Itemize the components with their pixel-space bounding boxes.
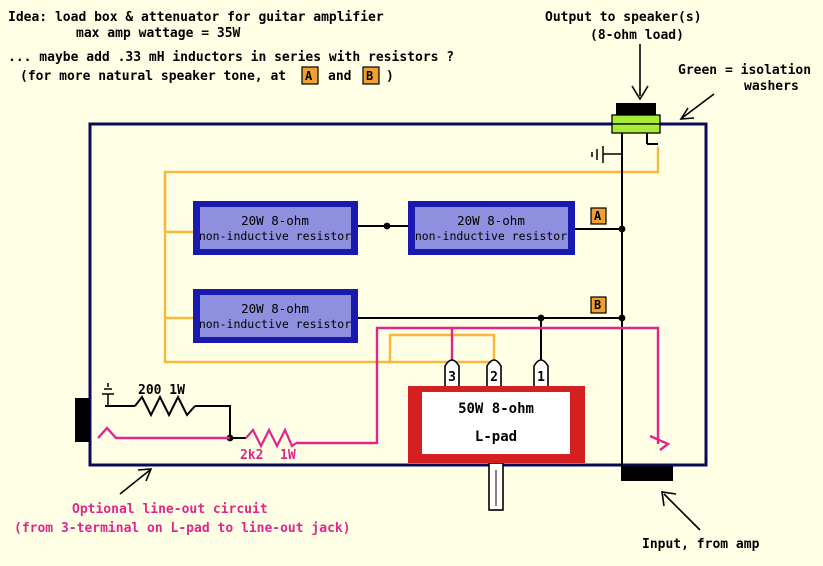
svg-text:2: 2 [490, 370, 498, 385]
svg-text:3: 3 [448, 370, 456, 385]
lpad: 50W 8-ohm L-pad [408, 386, 585, 463]
lineout-ground [102, 383, 114, 406]
lpad-rating: 50W 8-ohm [458, 401, 534, 417]
green-note: Green = isolation [678, 63, 811, 78]
output-arrow [631, 44, 649, 101]
resistor-3-type: non-inductive resistor [199, 317, 351, 331]
idea-text: Idea: load box & attenuator for guitar a… [8, 10, 384, 25]
input-arrow [661, 491, 701, 531]
enclosure-box [88, 122, 708, 467]
marker-b: B [590, 296, 607, 314]
lpad-shaft [488, 462, 504, 511]
max-wattage-text: max amp wattage = 35W [76, 26, 241, 41]
junction-dots [226, 222, 626, 442]
svg-text:A: A [594, 209, 602, 223]
lineout-arrow [119, 468, 153, 495]
black-wire [105, 133, 658, 466]
resistor-2k2 [245, 427, 297, 449]
resistor-2-rating: 20W 8-ohm [457, 213, 525, 228]
inductor-note-2: (for more natural speaker tone, at [20, 69, 286, 84]
lpad-terminal-1: 1 [533, 359, 549, 386]
lineout-caption-2: (from 3-terminal on L-pad to line-out ja… [14, 521, 351, 536]
svg-text:1: 1 [537, 370, 545, 385]
resistor-200-ohm [134, 394, 196, 418]
resistor-3-rating: 20W 8-ohm [241, 301, 309, 316]
paren-close: ) [386, 69, 394, 84]
marker-a-note: A [301, 66, 319, 85]
green-note-2: washers [744, 79, 799, 94]
resistor-1: 20W 8-ohm non-inductive resistor [193, 201, 358, 255]
lpad-terminal-3: 3 [444, 359, 460, 386]
orange-wire [163, 147, 660, 368]
resistor-2: 20W 8-ohm non-inductive resistor [408, 201, 575, 255]
lineout-jack [75, 398, 90, 442]
marker-b-note: B [362, 66, 380, 85]
output-label: Output to speaker(s) [545, 10, 702, 25]
resistor-2-type: non-inductive resistor [415, 229, 567, 243]
resistor-1-type: non-inductive resistor [199, 229, 351, 243]
svg-text:B: B [594, 298, 601, 312]
and-text: and [328, 69, 351, 84]
lpad-label: L-pad [475, 429, 517, 445]
svg-text:A: A [305, 69, 313, 83]
r1-label: 200 1W [138, 383, 185, 398]
output-jack [611, 103, 661, 134]
svg-text:B: B [366, 69, 373, 83]
washer-arrow [679, 93, 715, 120]
lpad-terminal-2: 2 [486, 359, 502, 386]
input-jack [621, 466, 673, 481]
inductor-note: ... maybe add .33 mH inductors in series… [8, 50, 454, 65]
resistor-3: 20W 8-ohm non-inductive resistor [193, 289, 358, 343]
resistor-1-rating: 20W 8-ohm [241, 213, 309, 228]
output-load-label: (8-ohm load) [590, 28, 684, 43]
marker-a: A [590, 207, 607, 225]
lineout-caption: Optional line-out circuit [72, 502, 268, 517]
ground-symbol [591, 146, 622, 163]
r2-watt: 1W [280, 448, 296, 463]
input-label: Input, from amp [642, 537, 760, 552]
r2-value: 2k2 [240, 448, 263, 463]
